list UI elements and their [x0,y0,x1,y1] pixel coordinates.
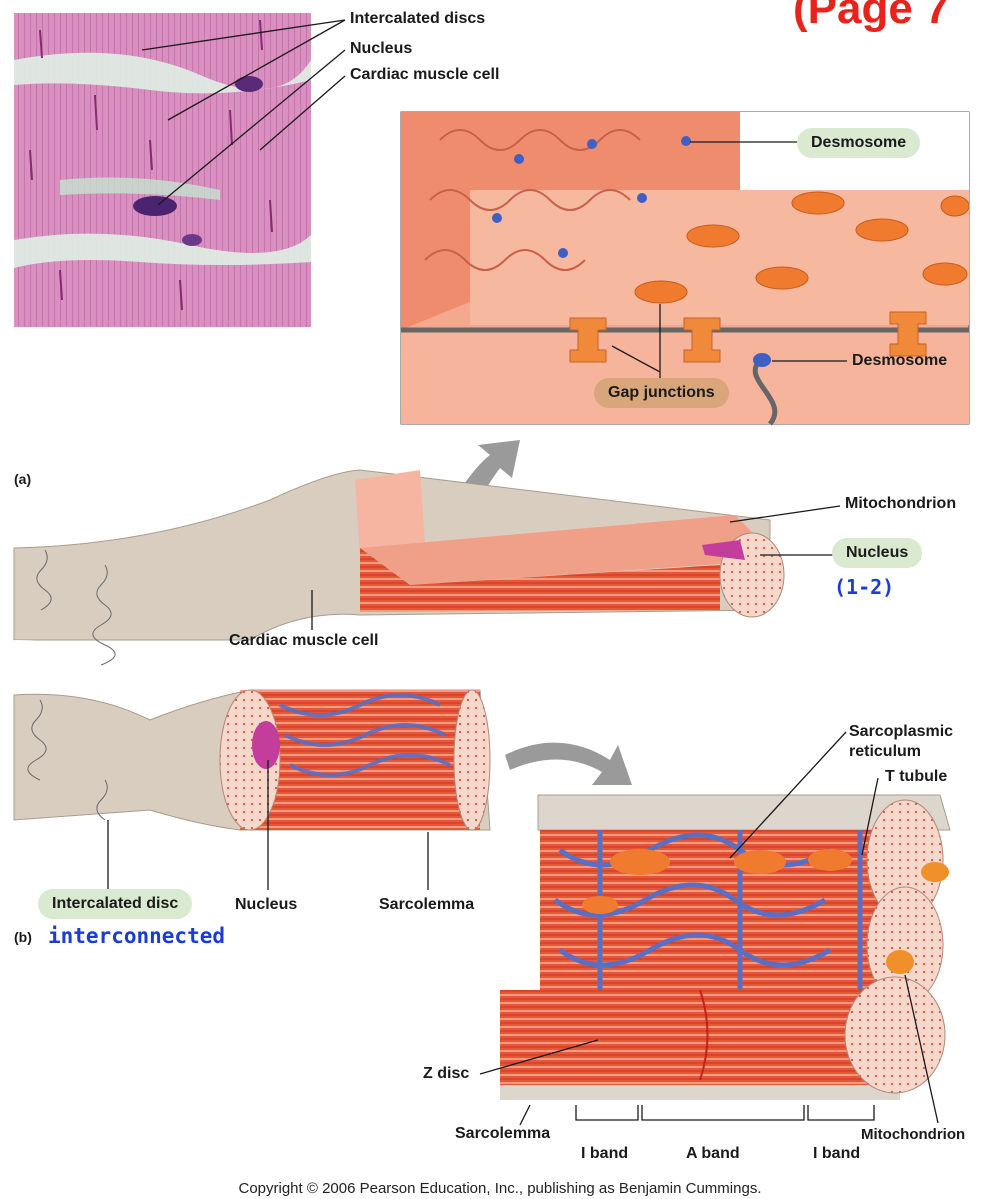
label-nucleus-a: Nucleus [832,538,923,568]
label-mitochondrion-enlargement: Mitochondrion [861,1126,966,1143]
label-sarcoplasmic-line1: Sarcoplasmic [849,723,954,740]
handwritten-nucleus-note: (1-2) [834,575,895,599]
handwritten-interconnected-note: interconnected [48,924,226,948]
label-desmosome-top: Desmosome [797,128,921,158]
junction-inset [400,111,970,426]
label-cardiac-muscle-cell-micrograph: Cardiac muscle cell [350,66,500,83]
label-desmosome-bottom: Desmosome [852,352,948,369]
label-sarcolemma-enlargement: Sarcolemma [455,1125,551,1142]
label-a-band: A band [686,1145,740,1162]
label-sarcoplasmic-line2: reticulum [849,743,922,760]
arrow-to-enlargement-icon [505,742,632,785]
panel-a-cell [13,469,841,700]
label-i-band-right: I band [813,1145,861,1162]
panel-b-cell [13,689,491,890]
enlarged-fiber [479,731,951,1126]
label-sarcolemma-b: Sarcolemma [379,896,475,913]
label-intercalated-disc-b: Intercalated disc [38,889,193,919]
copyright-line: Copyright © 2006 Pearson Education, Inc.… [238,1180,762,1197]
label-cardiac-muscle-cell-a: Cardiac muscle cell [229,632,379,649]
label-sarcoplasmic-reticulum: Sarcoplasmic reticulum [849,722,953,762]
label-nucleus-b: Nucleus [235,896,298,913]
page-heading-corner: (Page 7 [793,0,950,33]
label-t-tubule: T tubule [885,768,948,785]
label-z-disc: Z disc [423,1065,470,1082]
label-intercalated-discs: Intercalated discs [350,10,486,27]
light-micrograph [14,13,346,327]
label-gap-junctions: Gap junctions [594,378,729,408]
panel-a-marker: (a) [14,471,32,487]
label-i-band-left: I band [581,1145,629,1162]
panel-b-marker: (b) [14,929,32,945]
label-mitochondrion-a: Mitochondrion [845,495,957,512]
label-nucleus-micrograph: Nucleus [350,40,413,57]
